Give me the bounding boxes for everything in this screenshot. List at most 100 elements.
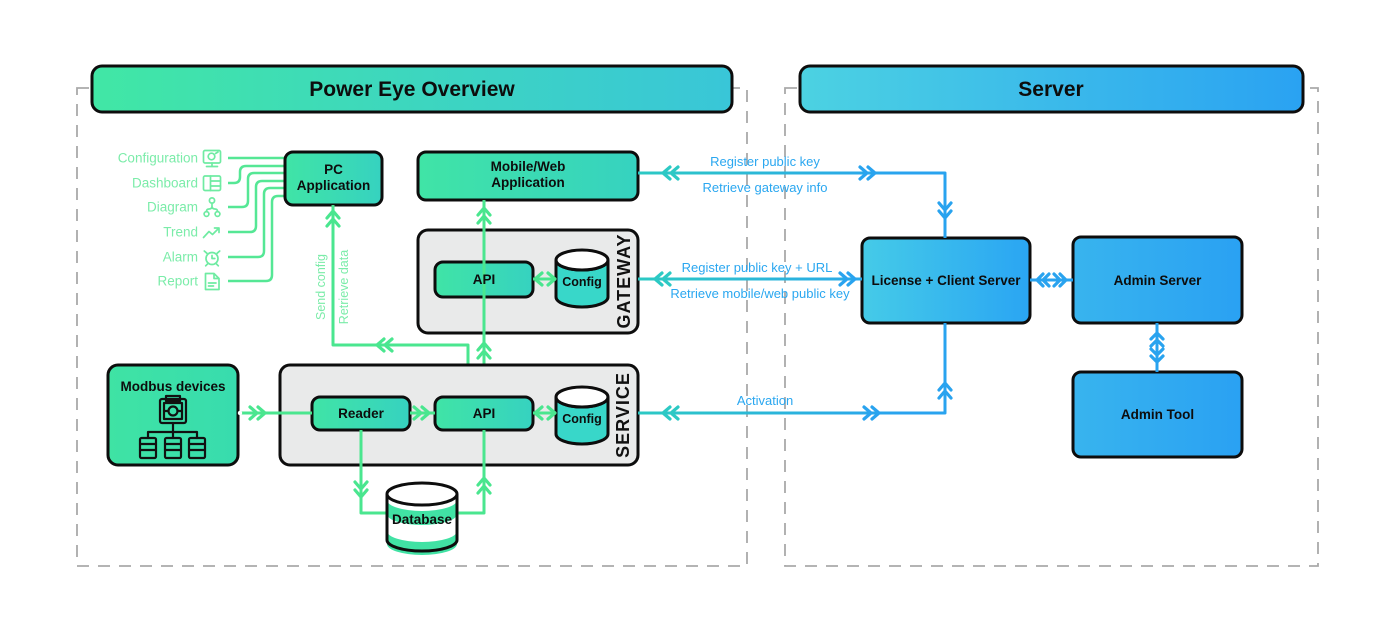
license-adminserver-link bbox=[1030, 272, 1073, 288]
right-chevron bbox=[866, 165, 877, 181]
menu-label: Dashboard bbox=[132, 176, 198, 191]
modbus-label: Modbus devices bbox=[120, 379, 225, 394]
mobileweb-license-link: Register public key Retrieve gateway inf… bbox=[638, 154, 953, 238]
gateway-api-label: API bbox=[473, 272, 496, 287]
line bbox=[359, 430, 387, 515]
service-api-label: API bbox=[473, 406, 496, 421]
activation-link: Activation bbox=[638, 323, 953, 421]
mobile-web-label-2: Application bbox=[491, 175, 565, 190]
right-chevron bbox=[846, 271, 857, 287]
right-chevron bbox=[546, 405, 557, 421]
admin-server-box: Admin Server bbox=[1071, 235, 1244, 325]
up-chevron bbox=[937, 381, 953, 392]
license-label: License + Client Server bbox=[872, 273, 1022, 288]
right-chevron bbox=[256, 405, 267, 421]
cylinder-top bbox=[385, 481, 459, 507]
overview-title: Power Eye Overview bbox=[309, 78, 515, 101]
up-chevron bbox=[476, 349, 492, 360]
retrieve-gateway-info-label: Retrieve gateway info bbox=[702, 180, 827, 195]
gateway-group: GATEWAY Config bbox=[416, 228, 640, 335]
menu-label: Trend bbox=[163, 225, 198, 240]
left-chevron bbox=[653, 271, 664, 287]
database-cylinder: Database bbox=[385, 481, 459, 555]
up-chevron bbox=[1149, 338, 1165, 348]
admin-server-label: Admin Server bbox=[1114, 273, 1203, 288]
server-dashed-border bbox=[784, 87, 1319, 567]
database-label: Database bbox=[392, 512, 453, 527]
up-chevron bbox=[325, 217, 341, 228]
gateway-api-config-arrow bbox=[533, 271, 557, 287]
menu-list: Configuration Dashboard Diagram bbox=[118, 149, 285, 291]
menu-label: Alarm bbox=[163, 250, 198, 265]
database-api-link bbox=[457, 430, 492, 515]
alarm-icon bbox=[203, 250, 221, 267]
right-chevron bbox=[858, 165, 869, 181]
pc-application-label-2: Application bbox=[297, 178, 371, 193]
left-chevron bbox=[533, 405, 544, 421]
line bbox=[638, 323, 947, 415]
right-chevron bbox=[1052, 272, 1062, 288]
reader-database-link bbox=[353, 430, 387, 515]
cross-links: Register public key Retrieve gateway inf… bbox=[638, 154, 953, 421]
connector-gap-dot bbox=[237, 410, 243, 416]
left-chevron bbox=[533, 271, 544, 287]
service-config-label: Config bbox=[562, 412, 602, 426]
cylinder-top bbox=[554, 248, 610, 272]
down-chevron bbox=[353, 488, 369, 499]
menu-connector bbox=[228, 194, 285, 283]
trend-icon bbox=[202, 227, 220, 239]
diagram-icon bbox=[203, 197, 221, 218]
activation-label: Activation bbox=[737, 393, 793, 408]
server-title: Server bbox=[1018, 78, 1083, 101]
up-chevron bbox=[937, 389, 953, 400]
right-chevron bbox=[1058, 272, 1068, 288]
left-chevron bbox=[383, 337, 394, 353]
menu-label: Diagram bbox=[147, 200, 198, 215]
retrieve-mobileweb-public-key-label: Retrieve mobile/web public key bbox=[670, 286, 850, 301]
pc-application-box: PC Application bbox=[283, 150, 384, 207]
service-label: SERVICE bbox=[613, 372, 633, 458]
menu-item-report: Report bbox=[157, 194, 285, 291]
service-reader-label: Reader bbox=[338, 406, 385, 421]
menu-item-alarm: Alarm bbox=[163, 186, 285, 267]
menu-connector bbox=[228, 171, 285, 209]
menu-item-configuration: Configuration bbox=[118, 149, 285, 168]
admin-tool-label: Admin Tool bbox=[1121, 407, 1194, 422]
menu-connector bbox=[228, 164, 285, 185]
report-icon bbox=[204, 272, 220, 291]
cylinder-outline bbox=[385, 494, 459, 553]
configuration-icon bbox=[202, 149, 222, 168]
overview-dashed-border bbox=[76, 87, 748, 567]
gateway-license-link: Register public key + URL Retrieve mobil… bbox=[638, 260, 862, 301]
left-chevron bbox=[1035, 272, 1045, 288]
adminserver-admintool-link bbox=[1149, 323, 1165, 372]
menu-connector bbox=[228, 186, 285, 259]
overview-header bbox=[90, 64, 734, 114]
license-client-server-box: License + Client Server bbox=[860, 236, 1032, 325]
cylinder-band bbox=[387, 500, 457, 525]
left-chevron bbox=[669, 405, 680, 421]
cylinder-top bbox=[554, 385, 610, 409]
left-chevron bbox=[661, 165, 672, 181]
left-chevron bbox=[669, 165, 680, 181]
gateway-config-label: Config bbox=[562, 275, 602, 289]
down-chevron bbox=[937, 201, 953, 212]
up-chevron bbox=[476, 484, 492, 495]
left-chevron bbox=[375, 337, 386, 353]
mobile-web-application-box: Mobile/Web Application bbox=[416, 150, 640, 202]
dashboard-icon bbox=[202, 175, 222, 192]
server-panel: Server License + Client Server Admin Ser… bbox=[798, 64, 1305, 459]
left-chevron bbox=[661, 271, 672, 287]
mobile-web-label-1: Mobile/Web bbox=[491, 159, 566, 174]
menu-label: Configuration bbox=[118, 151, 198, 166]
up-chevron bbox=[325, 209, 341, 220]
down-chevron bbox=[1149, 354, 1165, 364]
right-chevron bbox=[248, 405, 259, 421]
retrieve-data-label: Retrieve data bbox=[337, 250, 351, 324]
overview-panel: Power Eye Overview Configuration Dashboa… bbox=[90, 64, 734, 555]
register-public-key-label: Register public key bbox=[710, 154, 820, 169]
right-chevron bbox=[838, 271, 849, 287]
right-chevron bbox=[412, 405, 423, 421]
